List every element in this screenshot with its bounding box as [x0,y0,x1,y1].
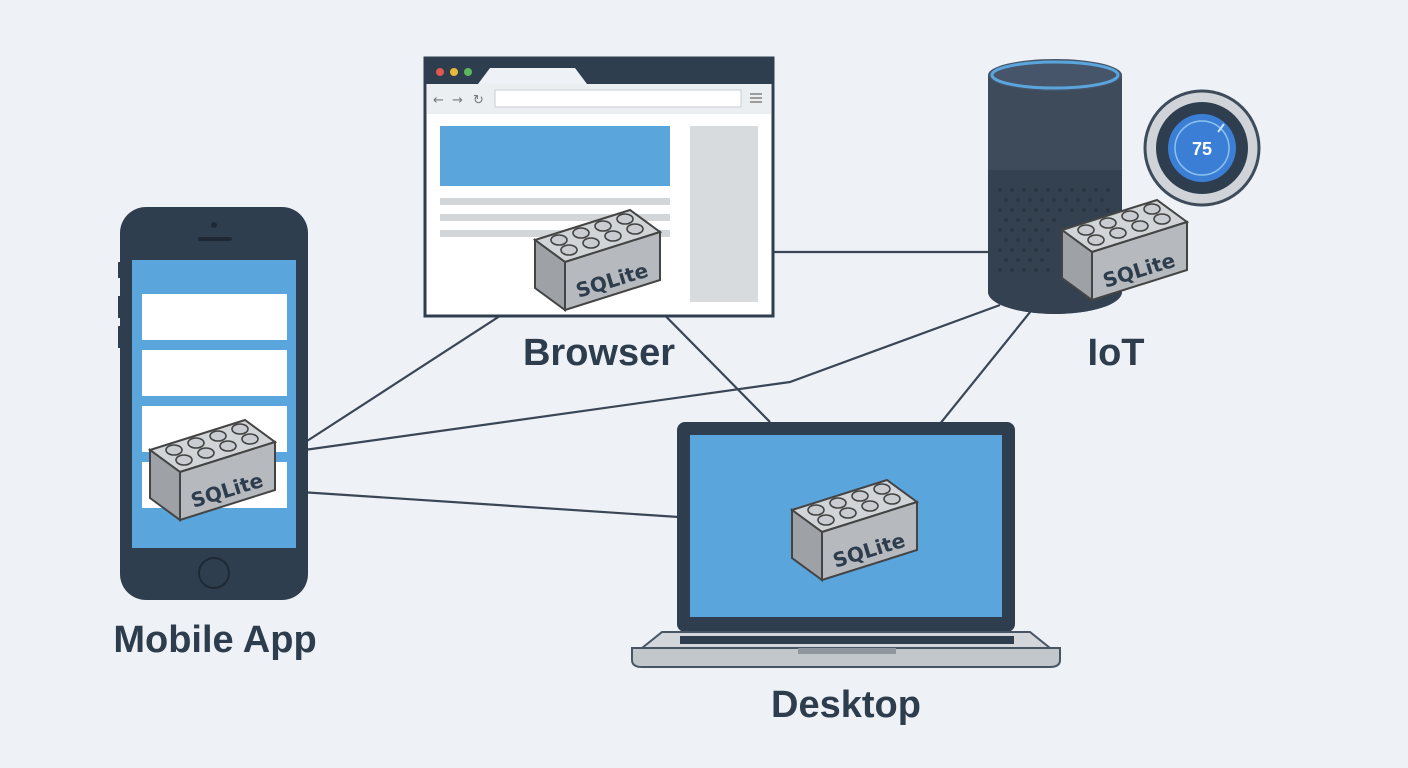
thermostat-readout: 75 [1192,139,1212,159]
label-iot: IoT [1087,332,1145,374]
browser-hero [440,126,670,186]
browser-sidebar [690,126,758,302]
browser-titlebar [425,58,773,84]
line-mobile-iot [289,303,1001,454]
phone-card [142,294,287,340]
phone-speaker [198,237,232,241]
thermostat: 75 [1143,89,1261,207]
menu-icon [750,93,762,103]
close-dot [436,68,444,76]
trackpad [798,648,896,654]
back-icon: ← [433,93,444,108]
label-browser: Browser [522,332,676,374]
maximize-dot [464,68,472,76]
forward-icon: → [452,93,463,108]
minimize-dot [450,68,458,76]
browser-window: ← → ↻ [423,56,775,318]
label-desktop: Desktop [771,684,921,726]
address-bar [494,89,742,108]
home-button [198,557,230,589]
label-mobile-app: Mobile App [113,619,317,661]
phone-card [142,350,287,396]
light-ring [990,60,1120,90]
mobile-phone [118,207,308,600]
reload-icon: ↻ [473,93,484,108]
